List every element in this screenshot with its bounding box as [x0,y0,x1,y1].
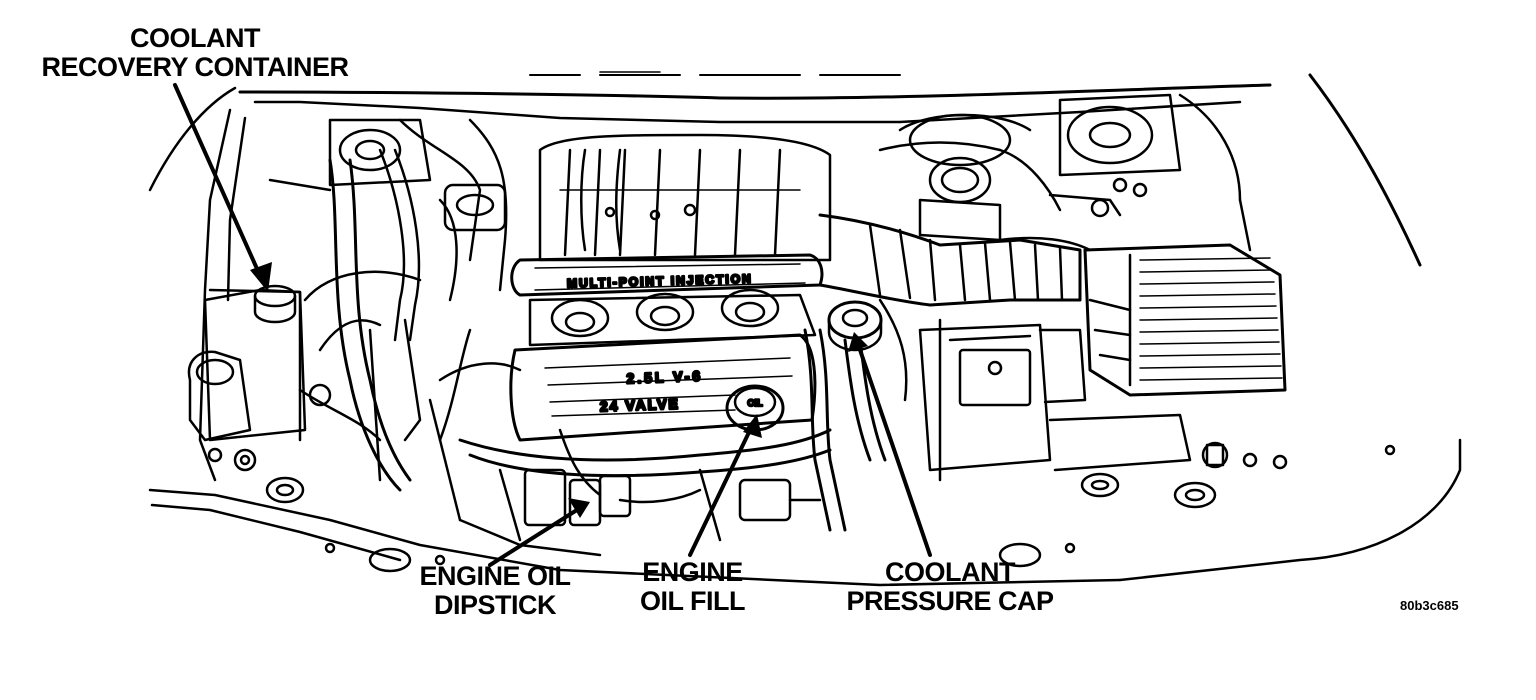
label-coolant-pressure-cap: COOLANT PRESSURE CAP [840,558,1060,616]
label-coolant-recovery-container: COOLANT RECOVERY CONTAINER [30,24,360,82]
label-line: DIPSTICK [433,590,557,620]
label-engine-oil-dipstick: ENGINE OIL DIPSTICK [400,562,590,620]
manifold-marking: MULTI-POINT INJECTION [567,272,753,291]
coolant-pressure-cap [827,298,908,462]
air-cleaner-box [1083,243,1287,397]
arrow-pressure-cap [856,342,932,557]
coolant-recovery-container [187,284,307,504]
label-line: COOLANT [885,557,1015,587]
right-fasteners [324,441,1396,573]
label-line: PRESSURE CAP [846,586,1054,616]
air-intake-duct [818,141,1148,307]
arrowhead-oil-fill [743,414,762,438]
arrowhead-pressure-cap [848,332,868,352]
label-line: ENGINE [642,557,743,587]
intake-plenum [510,133,832,297]
label-engine-oil-fill: ENGINE OIL FILL [620,558,765,616]
battery-area [918,318,1192,482]
valve-marking: 24 VALVE [600,396,681,415]
left-hoses [298,118,508,492]
oil-cap-marking: OIL [748,398,764,408]
figure-code: 80b3c685 [1400,598,1459,613]
arrow-oil-fill [688,424,754,557]
arrow-heads [250,262,868,518]
right-fender [898,93,1252,252]
label-line: RECOVERY CONTAINER [41,52,349,82]
displacement-marking: 2.5L V-6 [626,368,703,387]
label-line: ENGINE OIL [419,561,571,591]
arrowhead-coolant-recovery [250,262,272,292]
arrow-coolant-recovery [173,83,264,282]
label-line: COOLANT [130,23,260,53]
label-line: OIL FILL [640,586,746,616]
arrow-oil-dipstick [488,506,582,567]
body-outline [148,71,1462,587]
spark-plug-towers [509,288,817,442]
lower-harness [428,328,847,557]
leader-arrows [173,83,932,567]
arrowhead-oil-dipstick [568,498,590,518]
